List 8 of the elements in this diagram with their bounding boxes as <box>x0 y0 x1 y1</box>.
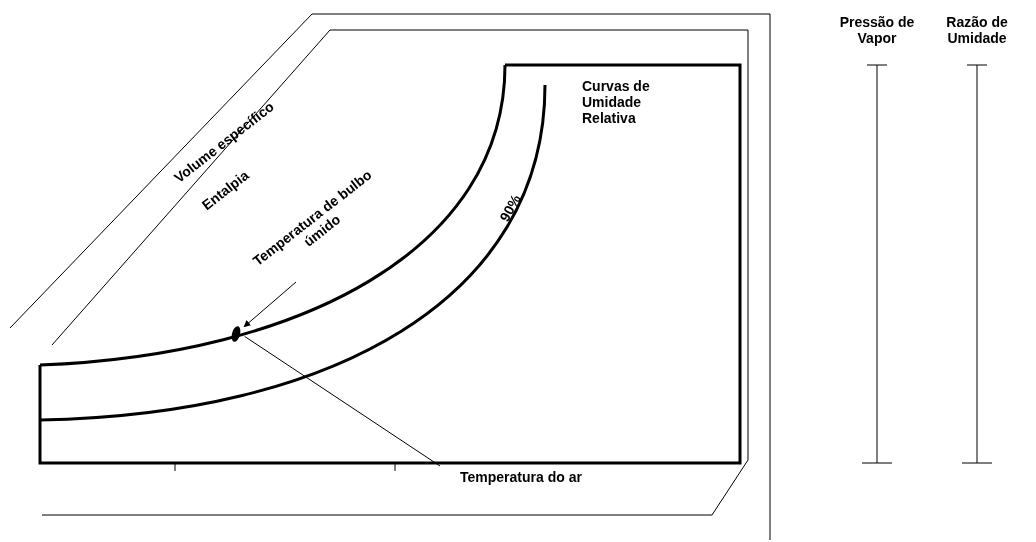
vapor-pressure-label: Pressão de Vapor <box>838 14 916 46</box>
percentage-label: 90% <box>496 191 524 225</box>
relative-humidity-curves-label: Curvas de Umidade Relativa <box>582 78 651 126</box>
leader-line <box>243 281 297 328</box>
leader-line <box>244 335 441 467</box>
humidity-ratio-label: Razão de Umidade <box>945 14 1009 46</box>
state-point-marker <box>231 326 241 342</box>
air-temperature-label: Temperatura do ar <box>460 469 582 485</box>
